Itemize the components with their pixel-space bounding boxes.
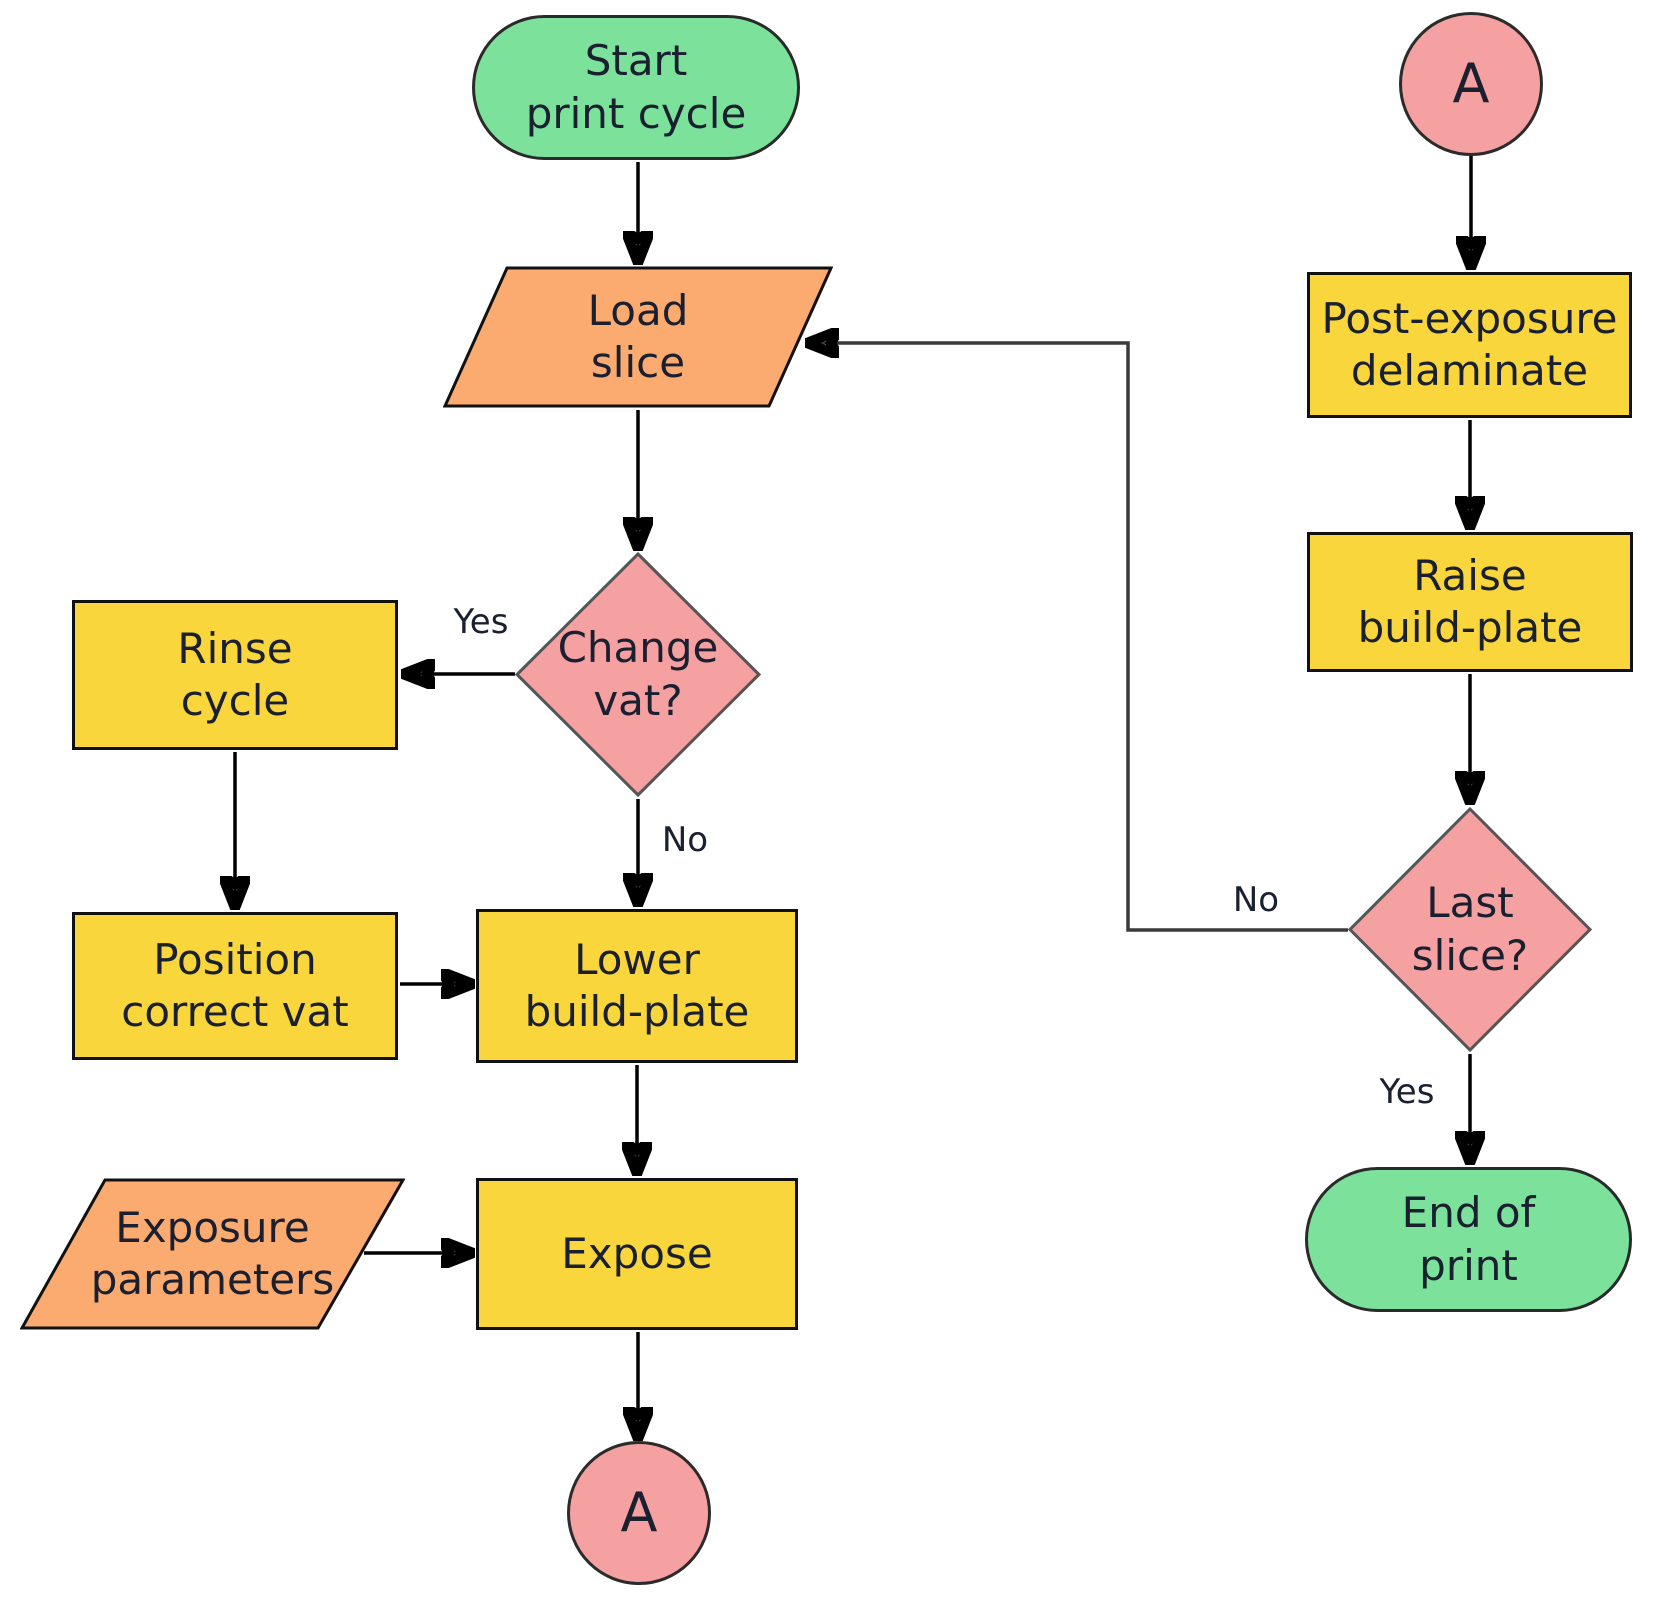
node-expose-label: Expose [561, 1228, 713, 1278]
node-last-slice-label: Last slice? [1411, 878, 1529, 980]
node-position-correct-vat-label: Position correct vat [121, 934, 349, 1037]
node-connector-a-in-label: A [1452, 52, 1490, 116]
node-expose: Expose [476, 1178, 798, 1330]
node-post-exposure-delaminate-label: Post-exposure delaminate [1321, 293, 1618, 396]
node-load-slice: Load slice [443, 266, 833, 408]
node-exposure-parameters-label: Exposure parameters [90, 1202, 335, 1305]
node-exposure-parameters: Exposure parameters [20, 1178, 405, 1330]
node-lower-build-plate-label: Lower build-plate [524, 934, 750, 1037]
diamond-shape [1348, 807, 1592, 1052]
edge-label-last-slice-no: No [1232, 880, 1280, 920]
edge-label-change-vat-yes: Yes [453, 602, 509, 642]
node-end-of-print: End of print [1305, 1167, 1632, 1312]
node-raise-build-plate: Raise build-plate [1307, 532, 1633, 672]
node-rinse-cycle-label: Rinse cycle [177, 623, 293, 726]
node-start-print-cycle: Start print cycle [472, 15, 800, 160]
node-change-vat-decision: Change vat? [515, 552, 761, 797]
node-load-slice-label: Load slice [587, 285, 689, 388]
parallelogram-shape [443, 266, 833, 408]
edge-label-last-slice-yes: Yes [1379, 1072, 1435, 1112]
parallelogram-shape [20, 1178, 405, 1330]
node-end-of-print-label: End of print [1401, 1188, 1536, 1290]
node-connector-a-out-label: A [620, 1481, 658, 1545]
node-rinse-cycle: Rinse cycle [72, 600, 398, 750]
node-position-correct-vat: Position correct vat [72, 912, 398, 1060]
node-post-exposure-delaminate: Post-exposure delaminate [1307, 272, 1632, 418]
node-start-print-cycle-label: Start print cycle [525, 36, 747, 138]
node-raise-build-plate-label: Raise build-plate [1357, 550, 1583, 653]
node-lower-build-plate: Lower build-plate [476, 909, 798, 1063]
node-change-vat-label: Change vat? [557, 623, 719, 725]
diamond-shape [515, 552, 761, 797]
node-connector-a-out: A [567, 1441, 711, 1585]
edge-label-change-vat-no: No [661, 820, 709, 860]
node-last-slice-decision: Last slice? [1348, 807, 1592, 1052]
node-connector-a-in: A [1399, 12, 1543, 156]
arrow-last-slice-no-to-load-slice [808, 343, 1348, 932]
